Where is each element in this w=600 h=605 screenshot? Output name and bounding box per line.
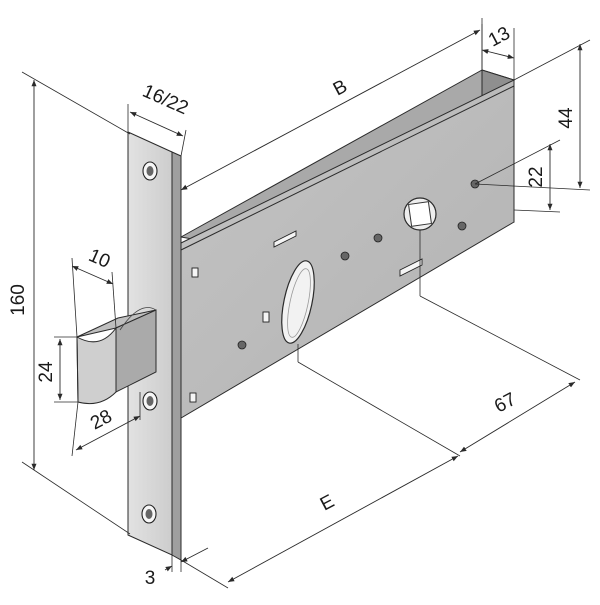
case-slot xyxy=(262,311,270,323)
dimension-160: 160 xyxy=(8,71,131,535)
dimension-44: 44 xyxy=(474,39,591,191)
latch-front xyxy=(76,326,117,405)
latch-side xyxy=(115,309,157,393)
dim-160-label: 160 xyxy=(8,284,29,316)
dim-24-label: 24 xyxy=(36,361,57,383)
dimension-24: 24 xyxy=(36,336,78,403)
dim-67-label: 67 xyxy=(491,389,520,417)
screw-hole xyxy=(340,251,350,261)
dim-3-label: 3 xyxy=(145,568,156,589)
case-side-face xyxy=(180,79,515,419)
case-slot xyxy=(189,392,197,403)
case-slot xyxy=(399,258,423,277)
dim-44-label: 44 xyxy=(556,107,577,129)
cylinder-hole xyxy=(281,260,315,344)
dimension-13: 13 xyxy=(481,18,515,80)
case-slot xyxy=(273,230,297,248)
dim-28-label: 28 xyxy=(87,406,116,434)
case-slot xyxy=(191,267,199,278)
dim-e-label: E xyxy=(317,491,338,515)
screw-hole xyxy=(373,233,383,243)
faceplate-edge xyxy=(171,151,182,561)
dim-16-22-label: 16/22 xyxy=(139,81,191,120)
dim-b-label: B xyxy=(330,76,351,100)
screw-hole xyxy=(457,221,467,231)
dim-22-label: 22 xyxy=(526,166,547,187)
screw-hole xyxy=(237,340,247,350)
dim-13-label: 13 xyxy=(485,23,514,51)
dimension-e: E xyxy=(180,455,459,589)
dim-10-label: 10 xyxy=(85,245,113,273)
lock-case xyxy=(179,69,516,419)
latch-bolt xyxy=(76,307,157,405)
dimension-22: 22 xyxy=(474,139,561,213)
dimension-3: 3 xyxy=(145,547,209,589)
